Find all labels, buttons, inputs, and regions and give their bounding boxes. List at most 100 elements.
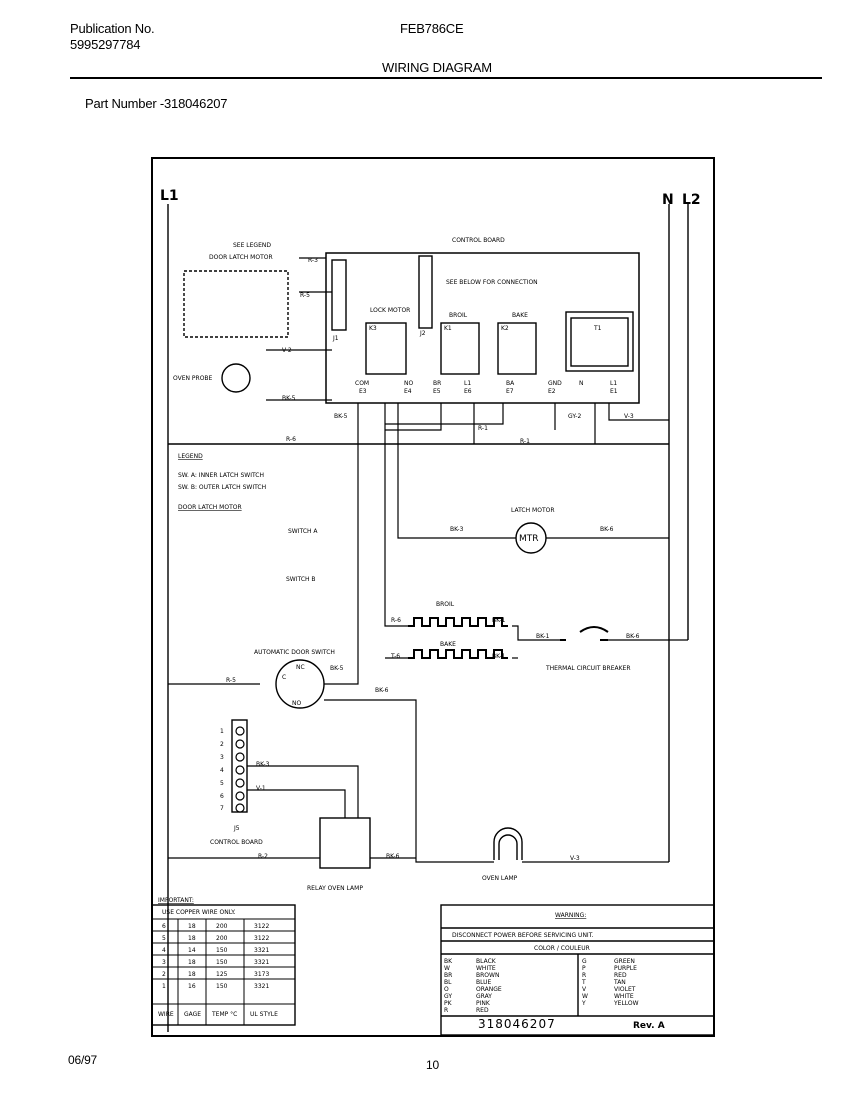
relay-oven-lamp-label: RELAY OVEN LAMP: [307, 885, 363, 892]
control-board-label: CONTROL BOARD: [452, 237, 505, 244]
svg-text:SWITCH B: SWITCH B: [286, 576, 316, 583]
bake-relay-label: BAKE: [512, 312, 528, 319]
k2-label: K2: [501, 325, 509, 332]
svg-text:R-6: R-6: [286, 436, 296, 443]
wire-table-cell: 4: [162, 947, 166, 954]
l1-label: L1: [160, 188, 179, 204]
color-code: G: [582, 958, 587, 965]
wire-table-cell: 150: [216, 959, 228, 966]
model-number: FEB786CE: [400, 21, 464, 36]
svg-text:V-3: V-3: [570, 855, 580, 862]
svg-text:L1: L1: [464, 380, 471, 387]
relay-oven-lamp: [319, 817, 371, 869]
svg-text:E4: E4: [404, 388, 412, 395]
svg-text:BK-5: BK-5: [282, 395, 296, 402]
wire-table-cell: 6: [162, 923, 166, 930]
wire-table-cell: 3173: [254, 971, 269, 978]
svg-text:R-1: R-1: [520, 438, 530, 445]
k1-label: K1: [444, 325, 452, 332]
color-code: W: [582, 993, 588, 1000]
publication-number: 5995297784: [70, 37, 141, 52]
svg-text:NC: NC: [296, 664, 305, 671]
oven-lamp: [493, 827, 523, 860]
broil-label: BROIL: [436, 601, 455, 608]
color-code: W: [444, 965, 450, 972]
t1-label: T1: [593, 325, 602, 332]
color-code: V: [582, 986, 587, 993]
wire-table-cell: 5: [162, 935, 166, 942]
color-name: WHITE: [614, 993, 634, 1000]
color-name: RED: [614, 972, 627, 979]
svg-text:BK-5: BK-5: [334, 413, 348, 420]
svg-text:5: 5: [220, 780, 224, 787]
k3-label: K3: [369, 325, 377, 332]
transformer-t1: [565, 311, 634, 372]
color-code: Y: [581, 1000, 586, 1007]
svg-text:E6: E6: [464, 388, 472, 395]
color-code: P: [582, 965, 586, 972]
relay-k3: [365, 322, 407, 375]
svg-text:GY-2: GY-2: [568, 413, 581, 420]
wire-table: [151, 904, 296, 1026]
color-name: RED: [476, 1007, 489, 1014]
svg-text:R-5: R-5: [226, 677, 236, 684]
svg-text:V-2: V-2: [282, 347, 292, 354]
bake-element: [408, 649, 508, 659]
svg-text:NO: NO: [404, 380, 413, 387]
broil-relay-label: BROIL: [449, 312, 468, 319]
color-code: GY: [444, 993, 452, 1000]
wire-table-cell: 18: [188, 959, 196, 966]
wire-table-cell: 150: [216, 983, 228, 990]
svg-text:R-5: R-5: [300, 292, 310, 299]
color-name: YELLOW: [613, 1000, 639, 1007]
diagram-frame: [151, 157, 715, 1037]
color-name: GRAY: [476, 993, 492, 1000]
color-code: PK: [444, 1000, 453, 1007]
svg-text:6: 6: [220, 793, 224, 800]
color-name: GREEN: [614, 958, 635, 965]
svg-text:E5: E5: [433, 388, 441, 395]
wire-table-cell: 16: [188, 983, 196, 990]
header-rule: [70, 77, 822, 79]
color-name: TAN: [613, 979, 626, 986]
svg-text:SW. B: OUTER LATCH SWITCH: SW. B: OUTER LATCH SWITCH: [178, 484, 266, 491]
color-code: R: [444, 1007, 448, 1014]
l2-label: L2: [682, 192, 701, 208]
broil-element: [408, 617, 508, 627]
thermal-breaker: [560, 626, 609, 641]
svg-text:V-3: V-3: [624, 413, 634, 420]
color-code: BK: [444, 958, 453, 965]
j1-connector: [331, 259, 347, 331]
svg-text:1: 1: [220, 728, 224, 735]
svg-text:7: 7: [220, 805, 224, 812]
wire-table-header: GAGE: [184, 1011, 201, 1018]
color-name: PURPLE: [614, 965, 637, 972]
latch-switch-box: [183, 270, 289, 338]
wire-table-cell: 3321: [254, 983, 269, 990]
wire-table-cell: 125: [216, 971, 228, 978]
svg-text:L1: L1: [610, 380, 617, 387]
wire-table-cell: 3: [162, 959, 166, 966]
svg-text:BK-6: BK-6: [386, 853, 400, 860]
wire-table-header: TEMP °C: [211, 1011, 237, 1018]
svg-text:BK-3: BK-3: [256, 761, 270, 768]
svg-text:3: 3: [220, 754, 224, 761]
wire-table-cell: 3321: [254, 947, 269, 954]
svg-text:E2: E2: [548, 388, 556, 395]
svg-text:NO: NO: [292, 700, 301, 707]
svg-text:COM: COM: [355, 380, 369, 387]
svg-text:GND: GND: [548, 380, 562, 387]
relay-k1: [440, 322, 480, 375]
bake-label: BAKE: [440, 641, 456, 648]
warning-text: DISCONNECT POWER BEFORE SERVICING UNIT.: [452, 932, 594, 939]
svg-text:T-6: T-6: [390, 653, 400, 660]
svg-text:BR: BR: [433, 380, 441, 387]
svg-text:R-2: R-2: [258, 853, 268, 860]
n-label: N: [662, 192, 674, 208]
wire-table-cell: 2: [162, 971, 166, 978]
j2-label: J2: [419, 330, 426, 337]
svg-text:BA: BA: [506, 380, 515, 387]
